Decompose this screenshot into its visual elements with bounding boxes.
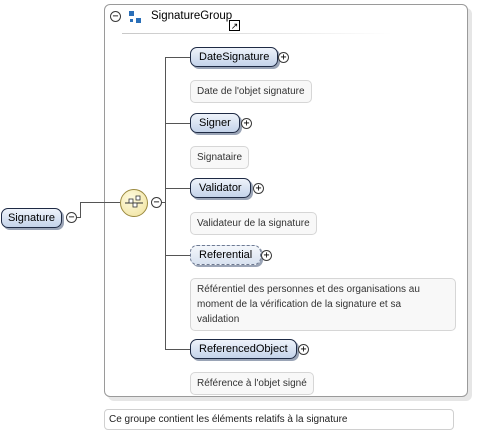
doc-validator: Validateur de la signature bbox=[190, 212, 317, 235]
group-grid-icon bbox=[129, 11, 142, 24]
signature-group-box bbox=[104, 4, 468, 397]
element-validator[interactable]: Validator bbox=[190, 178, 251, 198]
expand-icon[interactable]: + bbox=[278, 52, 289, 63]
connector bbox=[80, 202, 81, 218]
branch-line bbox=[165, 349, 190, 350]
expand-icon[interactable]: + bbox=[241, 118, 252, 129]
expand-icon[interactable]: + bbox=[261, 250, 272, 261]
branch-line bbox=[165, 57, 190, 58]
doc-line: Référentiel des personnes et des organis… bbox=[197, 284, 420, 295]
connector bbox=[77, 217, 81, 218]
element-datesignature[interactable]: DateSignature bbox=[190, 47, 279, 67]
doc-referencedobject: Référence à l'objet signé bbox=[190, 372, 314, 395]
branch-line bbox=[165, 188, 190, 189]
group-header-separator bbox=[122, 33, 392, 34]
element-referencedobject[interactable]: ReferencedObject bbox=[190, 339, 297, 359]
group-collapse-icon[interactable]: − bbox=[110, 11, 121, 22]
branch-line bbox=[165, 255, 190, 256]
link-icon[interactable]: ↗ bbox=[229, 20, 240, 31]
doc-signer: Signataire bbox=[190, 146, 250, 169]
element-referential[interactable]: Referential bbox=[190, 245, 262, 265]
element-signer[interactable]: Signer bbox=[190, 113, 240, 133]
sequence-collapse-icon[interactable]: − bbox=[151, 197, 162, 208]
group-title: SignatureGroup bbox=[151, 10, 233, 22]
root-node-signature[interactable]: Signature bbox=[1, 208, 62, 228]
sequence-compositor-icon[interactable] bbox=[120, 189, 148, 217]
doc-line: moment de la vérification de la signatur… bbox=[197, 299, 401, 310]
doc-datesignature: Date de l'objet signature bbox=[190, 80, 312, 103]
doc-referential: Référentiel des personnes et des organis… bbox=[190, 278, 456, 331]
expand-icon[interactable]: + bbox=[253, 183, 264, 194]
connector bbox=[80, 202, 120, 203]
sequence-trunk-line bbox=[165, 57, 166, 350]
branch-line bbox=[165, 123, 190, 124]
doc-line: validation bbox=[197, 314, 240, 325]
connector bbox=[162, 202, 165, 203]
group-description: Ce groupe contient les éléments relatifs… bbox=[104, 409, 454, 430]
root-collapse-icon[interactable]: − bbox=[66, 212, 77, 223]
expand-icon[interactable]: + bbox=[298, 344, 309, 355]
